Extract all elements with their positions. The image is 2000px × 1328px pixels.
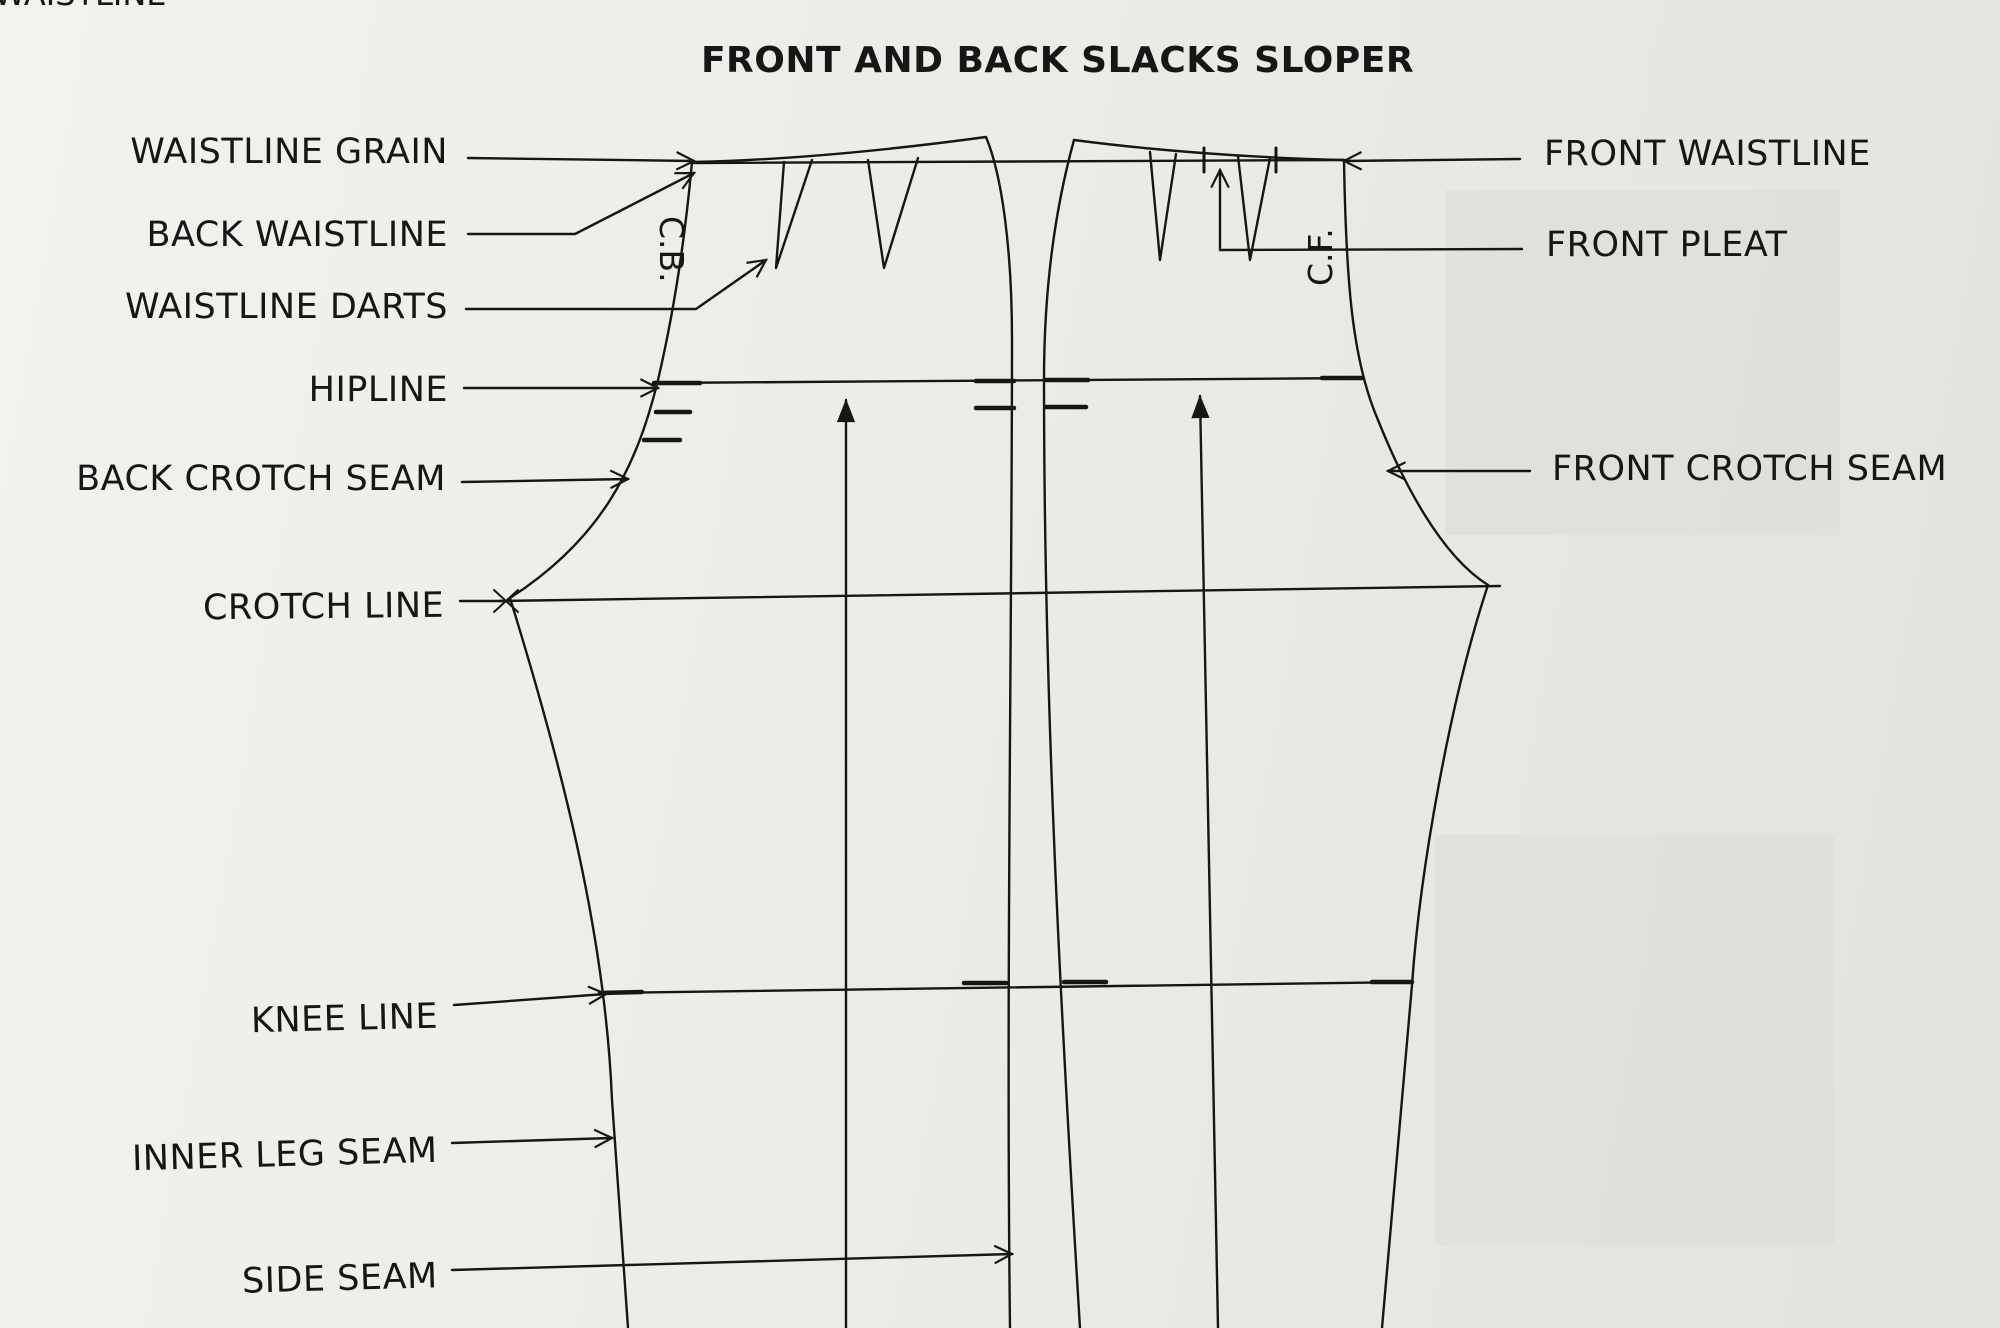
back-crotch-curve — [508, 378, 660, 600]
show-through-block-upper — [1445, 190, 1840, 535]
leader-front-waistline — [1344, 159, 1522, 161]
leader-front-pleat — [1218, 247, 1524, 252]
front-crotch-curve — [1376, 418, 1490, 587]
front-center-seam — [1342, 158, 1380, 422]
back-inner-leg-seam — [508, 596, 630, 1328]
waistline-grain-line — [690, 158, 1346, 165]
label-waistline-grain: WAISTLINE GRAIN — [130, 132, 448, 172]
leader-back-crotch-seam — [460, 479, 628, 482]
front-grain-line — [1191, 394, 1220, 1328]
cut-off-header-text: WAISTLINE — [0, 0, 167, 10]
leader-back-waistline — [466, 171, 694, 236]
front-dart-1 — [1148, 150, 1178, 262]
knee-line-guide — [598, 980, 1414, 995]
label-front-pleat: FRONT PLEAT — [1546, 225, 1788, 265]
crotch-line-guide — [498, 584, 1502, 603]
leader-side-seam — [450, 1254, 1012, 1272]
label-back-crotch-seam: BACK CROTCH SEAM — [76, 459, 446, 499]
label-front-waistline: FRONT WAISTLINE — [1544, 134, 1871, 174]
leader-waistline-grain — [466, 158, 694, 161]
back-dart-2 — [866, 156, 920, 270]
label-back-waistline: BACK WAISTLINE — [146, 215, 448, 255]
back-center-seam — [656, 160, 694, 382]
label-hipline: HIPLINE — [308, 370, 448, 410]
label-front-crotch-seam: FRONT CROTCH SEAM — [1552, 449, 1948, 489]
leader-knee-line — [452, 994, 606, 1007]
label-inner-leg-seam: INNER LEG SEAM — [131, 1130, 439, 1180]
label-waistline-darts: WAISTLINE DARTS — [125, 287, 448, 327]
label-side-seam: SIDE SEAM — [241, 1256, 439, 1302]
front-dart-2 — [1236, 154, 1272, 262]
label-crotch-line: CROTCH LINE — [202, 585, 445, 629]
show-through-block-lower — [1435, 835, 1835, 1245]
front-inner-leg-seam — [1380, 583, 1490, 1328]
center-back-mark: C.B. — [652, 216, 691, 283]
leader-inner-leg-seam — [450, 1138, 612, 1143]
leader-waistline-darts — [464, 260, 766, 311]
back-waist-edge — [690, 135, 988, 164]
back-dart-1 — [774, 158, 814, 270]
front-waist-edge — [1072, 138, 1346, 162]
back-side-seam — [984, 135, 1014, 1328]
front-side-seam — [1042, 138, 1082, 1328]
diagram-title: FRONT AND BACK SLACKS SLOPER — [700, 40, 1415, 81]
label-knee-line: KNEE LINE — [250, 996, 439, 1042]
crotch-point-cross — [493, 589, 519, 613]
center-front-mark: C.F. — [1301, 228, 1340, 286]
